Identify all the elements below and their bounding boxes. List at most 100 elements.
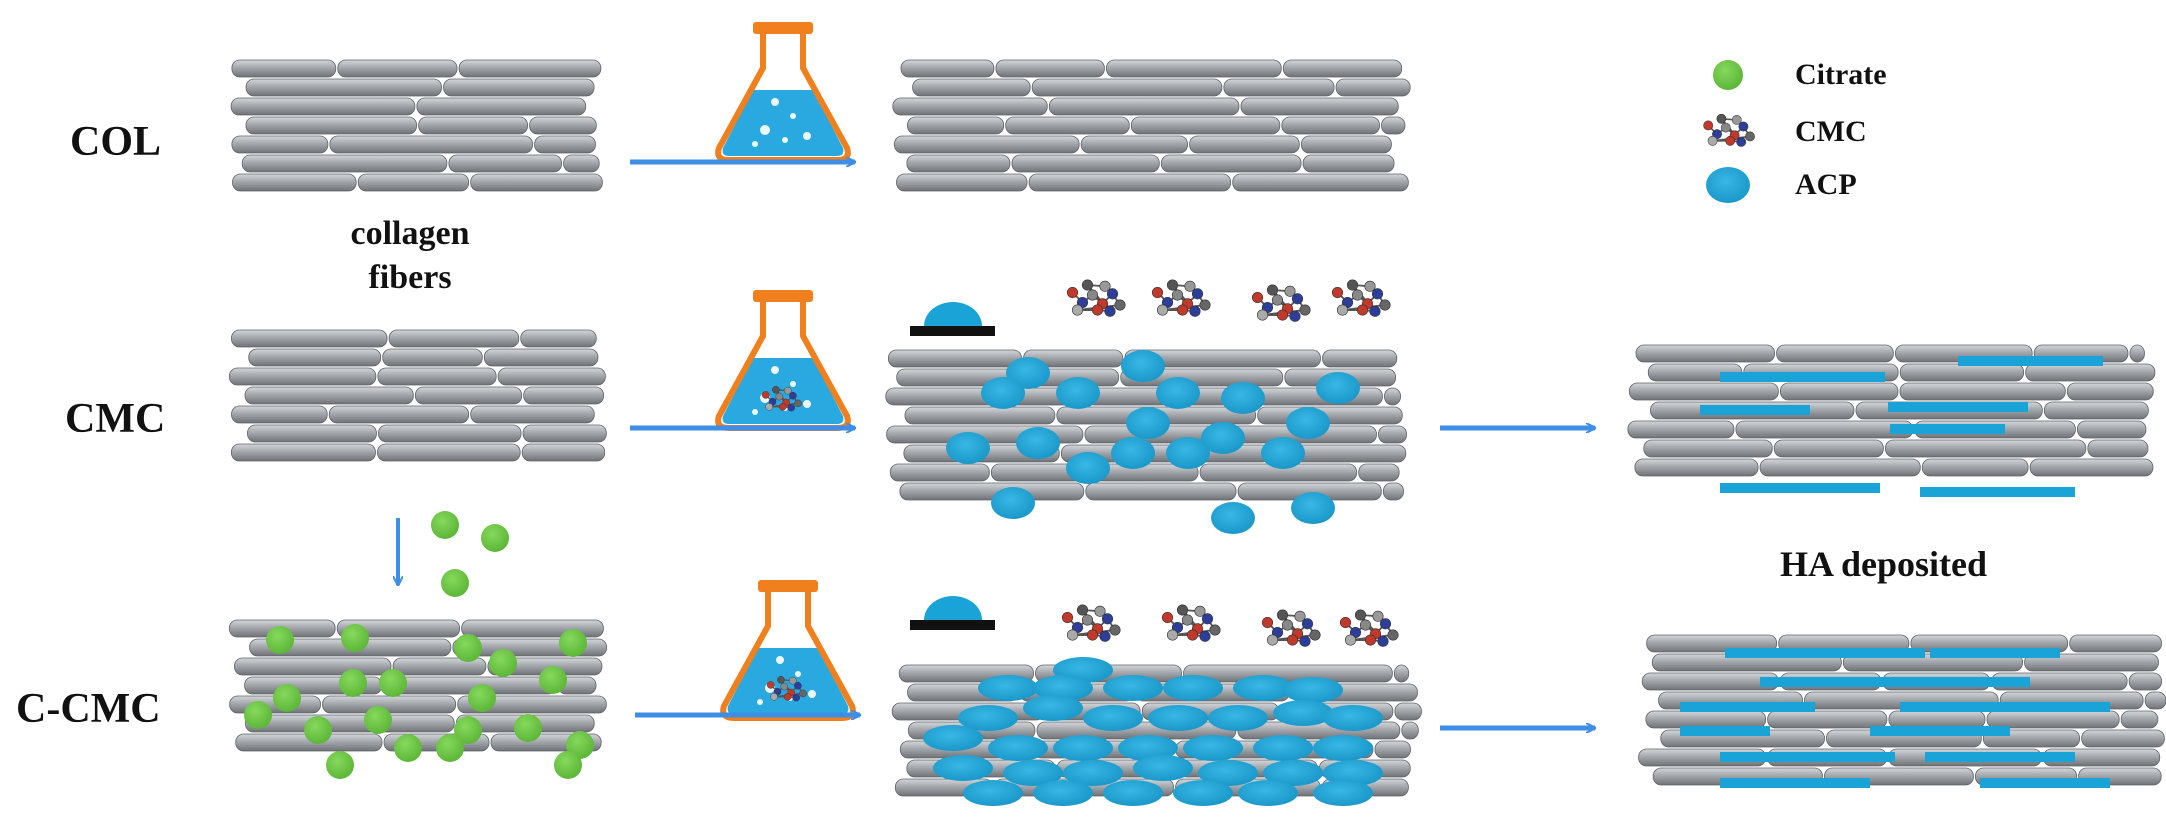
collagen-rod: [529, 116, 597, 135]
collagen-rod: [470, 173, 603, 192]
collagen-rod: [244, 386, 414, 405]
fiber-caption: collagen fibers: [300, 212, 520, 300]
collagen-rod: [1393, 664, 1410, 683]
acp-particle: [1183, 735, 1243, 761]
collagen-rod: [232, 173, 357, 192]
nucleation-cap-cmc: [910, 302, 995, 336]
acp-particle: [1053, 735, 1113, 761]
collagen-rod: [448, 154, 562, 173]
collagen-rod: [1335, 78, 1411, 97]
collagen-rod: [1031, 78, 1223, 97]
collagen-rod: [497, 367, 606, 386]
acp-particle: [1238, 780, 1298, 806]
citrate-particle: [364, 706, 392, 734]
citrate-particle: [394, 734, 422, 762]
collagen-rod: [245, 714, 455, 733]
collagen-rod: [2144, 691, 2166, 710]
collagen-rod: [1257, 406, 1403, 425]
ha-crystal: [1920, 487, 2075, 497]
acp-particle: [1166, 437, 1210, 469]
collagen-rod: [322, 695, 457, 714]
acp-particle: [1286, 407, 1330, 439]
acp-particle: [1253, 735, 1313, 761]
molecule-icon: [1703, 113, 1755, 147]
collagen-rod: [234, 657, 392, 676]
ha-crystal: [1925, 752, 2075, 762]
collagen-rod: [1302, 154, 1395, 173]
citrate-particles: [244, 511, 594, 779]
collagen-rod: [899, 482, 1085, 501]
collagen-rod: [2043, 401, 2149, 420]
citrate-particle: [481, 524, 509, 552]
collagen-rod: [247, 424, 377, 443]
acp-particle: [1211, 502, 1255, 534]
acp-particle: [1148, 705, 1208, 731]
collagen-rod: [1641, 672, 1779, 691]
collagen-rod: [1232, 173, 1409, 192]
citrate-particle: [304, 716, 332, 744]
collagen-rod: [1735, 420, 1914, 439]
acp-particle: [1283, 677, 1343, 703]
ha-crystal: [1720, 483, 1880, 493]
acp-particle: [978, 675, 1038, 701]
ha-crystal: [1900, 702, 2110, 712]
collagen-rod: [483, 348, 599, 367]
collagen-rod: [470, 405, 595, 424]
collagen-rod: [1888, 710, 1986, 729]
collagen-rod: [241, 154, 448, 173]
acp-particle: [1313, 735, 1373, 761]
acp-particle: [923, 725, 983, 751]
acp-particle: [991, 487, 1035, 519]
collagen-rod: [1921, 458, 2029, 477]
collagen-rod: [228, 367, 377, 386]
citrate-particle: [489, 649, 517, 677]
collagen-rod: [2029, 458, 2154, 477]
row-label-ccmc: C-CMC: [16, 686, 161, 732]
collagen-rod: [2066, 382, 2154, 401]
acp-particle: [1313, 780, 1373, 806]
citrate-particle: [273, 684, 301, 712]
collagen-rod: [1401, 721, 1419, 740]
acp-particle: [946, 432, 990, 464]
acp-particle: [1156, 377, 1200, 409]
cmc-molecule: [1061, 604, 1121, 642]
collagen-rod: [1779, 382, 1899, 401]
collagen-rod: [1643, 439, 1773, 458]
acp-particle: [1323, 760, 1383, 786]
citrate-particle: [559, 629, 587, 657]
collagen-rod: [377, 443, 521, 462]
collagen-rod: [1646, 634, 1778, 653]
collagen-rod: [2129, 344, 2145, 363]
acp-particle: [1118, 735, 1178, 761]
citrate-particle: [341, 624, 369, 652]
collagen-rod: [1628, 382, 1779, 401]
collagen-rod: [912, 78, 1031, 97]
citrate-particle: [266, 626, 294, 654]
acp-particle: [1033, 675, 1093, 701]
acp-particle: [1133, 755, 1193, 781]
collagen-rod: [1634, 458, 1759, 477]
acp-particle: [1316, 372, 1360, 404]
collagen-rod: [2120, 710, 2159, 729]
collagen-rod: [231, 59, 337, 78]
citrate-particle: [244, 701, 272, 729]
collagen-rod: [1899, 363, 2025, 382]
cmc-molecule: [1066, 279, 1126, 317]
collagen-rod: [907, 116, 1005, 135]
collagen-rod: [1899, 382, 2066, 401]
collagen-rod: [1381, 116, 1406, 135]
row-label-col: COL: [70, 119, 162, 165]
cmc-molecule: [1161, 604, 1221, 642]
citrate-particle: [339, 669, 367, 697]
collagen-rod: [1384, 387, 1401, 406]
acp-particle: [1121, 350, 1165, 382]
flask-col: [715, 22, 851, 163]
acp-particle: [1126, 407, 1170, 439]
collagen-rod: [1759, 458, 1921, 477]
collagen-rod: [1011, 154, 1160, 173]
collagen-rod: [329, 135, 533, 154]
collagen-rod: [231, 405, 328, 424]
ha-crystal: [1760, 677, 1920, 687]
collagen-rod: [893, 135, 1080, 154]
acp-particle: [1323, 705, 1383, 731]
